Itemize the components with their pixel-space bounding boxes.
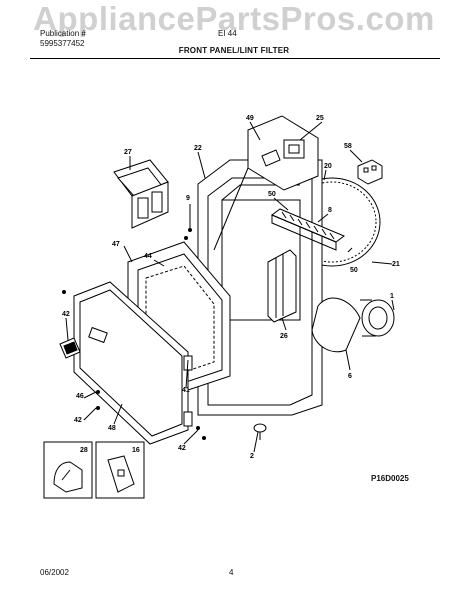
callout-44: 44 <box>144 253 152 260</box>
header-rule <box>30 58 440 59</box>
callout-46: 46 <box>76 393 84 400</box>
screws <box>62 228 206 440</box>
footer-page-number: 4 <box>229 568 234 577</box>
leader-lines <box>65 121 395 453</box>
callout-50-bottom: 50 <box>350 267 358 274</box>
callout-49: 49 <box>246 115 254 122</box>
leveling-leg <box>253 423 267 440</box>
callout-8: 8 <box>328 207 332 214</box>
footer-date: 06/2002 <box>40 568 69 577</box>
publication-label: Publication # <box>40 29 86 38</box>
publication-number: 5995377452 <box>40 39 85 48</box>
model-number: EI 44 <box>218 29 237 38</box>
watermark: AppliancePartsPros.com <box>33 0 435 37</box>
inset-switch-detail <box>213 115 319 251</box>
callout-26: 26 <box>280 333 288 340</box>
callout-48: 48 <box>108 425 116 432</box>
callout-1: 1 <box>390 293 394 300</box>
callout-22: 22 <box>194 145 202 152</box>
callout-27: 27 <box>124 149 132 156</box>
callout-2: 2 <box>250 453 254 460</box>
inset-part-16 <box>95 441 145 499</box>
callout-20: 20 <box>324 163 332 170</box>
filter-cover-27 <box>113 159 169 229</box>
callout-28: 28 <box>80 447 88 454</box>
callout-25: 25 <box>316 115 324 122</box>
door-outer-panel <box>73 281 189 445</box>
callout-6: 6 <box>348 373 352 380</box>
page-title: FRONT PANEL/LINT FILTER <box>178 46 290 55</box>
callout-42-left: 42 <box>62 311 70 318</box>
callout-50-top: 50 <box>268 191 276 198</box>
switch-part-58 <box>357 159 383 185</box>
door-handle-insert <box>59 337 81 359</box>
callout-16: 16 <box>132 447 140 454</box>
inset-part-28 <box>43 441 93 499</box>
callout-47: 47 <box>112 241 120 248</box>
callout-21: 21 <box>392 261 400 268</box>
lint-screen <box>271 208 345 251</box>
callout-9: 9 <box>186 195 190 202</box>
lint-duct <box>267 249 297 323</box>
diagram-code: P16D0025 <box>371 474 409 483</box>
exhaust-duct <box>311 297 395 353</box>
callout-42-right: 42 <box>178 445 186 452</box>
callout-41: 41 <box>182 387 190 394</box>
callout-58: 58 <box>344 143 352 150</box>
callout-42-mid: 42 <box>74 417 82 424</box>
